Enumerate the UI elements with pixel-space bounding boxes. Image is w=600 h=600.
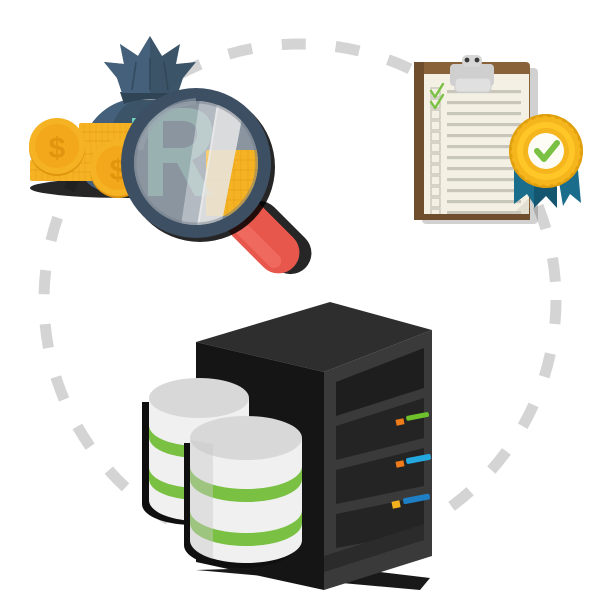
clipboard-clip [450, 55, 494, 93]
list-item [430, 164, 521, 175]
list-item [430, 208, 521, 214]
database-cylinder-front [184, 416, 302, 568]
led-row-3 [391, 493, 430, 509]
coin-front-left: $ [29, 118, 85, 176]
list-item [429, 93, 521, 110]
database-cylinders [142, 378, 302, 568]
svg-text:$: $ [49, 132, 66, 165]
list-item [430, 186, 521, 197]
magnifying-glass [121, 88, 312, 275]
badge-check-icon [534, 140, 560, 162]
led-row-2 [395, 453, 431, 468]
list-item [430, 142, 521, 153]
list-item [430, 197, 521, 208]
checklist-rows [429, 82, 521, 214]
led-row-1 [395, 412, 430, 426]
server-top-face [196, 302, 432, 372]
list-item [430, 109, 521, 120]
list-item [430, 175, 521, 186]
award-badge [509, 114, 583, 208]
list-item [430, 120, 521, 131]
list-item [430, 131, 521, 142]
clipboard-checklist [414, 55, 583, 224]
list-item [430, 153, 521, 164]
